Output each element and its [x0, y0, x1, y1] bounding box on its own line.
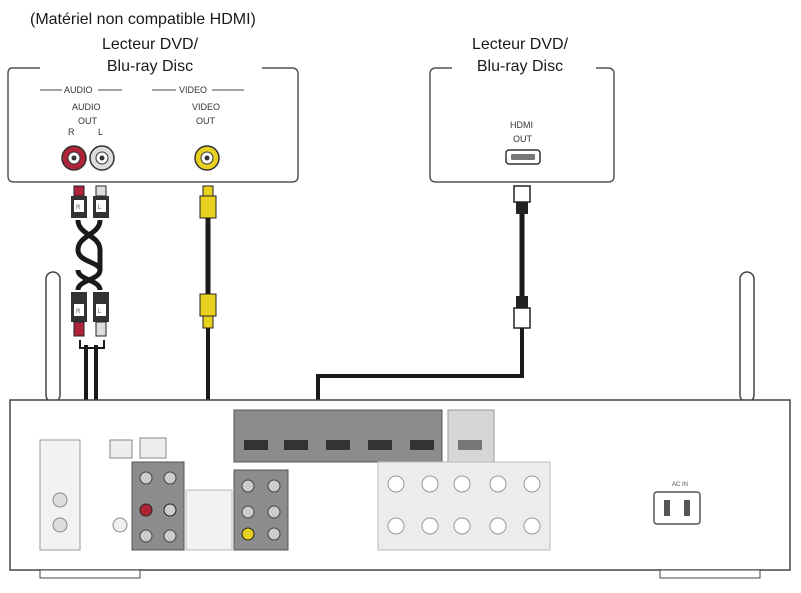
- audio-plug-l-bottom-label: L: [98, 309, 102, 315]
- left-player-panel: AUDIO VIDEO AUDIO OUT R L VIDEO OUT: [7, 67, 299, 183]
- audio-out-l-jack[interactable]: [89, 145, 115, 171]
- audio-plug-r-bottom: R: [71, 292, 87, 337]
- audio-out-r-jack[interactable]: [61, 145, 87, 171]
- audio-r-label: R: [68, 127, 75, 137]
- audio-plug-l-top-label: L: [98, 205, 102, 211]
- video-out-label2: OUT: [196, 116, 216, 126]
- video-out-label1: VIDEO: [192, 102, 220, 112]
- receiver-audio-inputs[interactable]: [131, 461, 185, 551]
- audio-plug-l-top: L: [93, 185, 109, 218]
- audio-out-label2: OUT: [78, 116, 98, 126]
- video-group-label: VIDEO: [179, 85, 207, 95]
- right-player-panel: HDMI OUT: [429, 67, 615, 183]
- audio-plug-r-bottom-label: R: [76, 309, 81, 315]
- ac-in-label: AC IN: [672, 482, 688, 488]
- hdmi-out-label1: HDMI: [510, 120, 533, 130]
- audio-plug-l-bottom: L: [93, 292, 109, 337]
- ac-inlet: AC IN: [653, 482, 701, 525]
- left-device-name-line2: Blu-ray Disc: [106, 58, 194, 75]
- audio-out-label1: AUDIO: [72, 102, 101, 112]
- audio-plug-r-top-label: R: [76, 205, 81, 211]
- right-device-name-line1: Lecteur DVD/: [471, 36, 569, 53]
- hdmi-out-port[interactable]: [505, 149, 541, 165]
- video-out-jack[interactable]: [194, 145, 220, 171]
- audio-l-label: L: [98, 127, 103, 137]
- av-receiver: AC IN: [9, 399, 791, 579]
- hdmi-cable[interactable]: [316, 185, 531, 432]
- right-device-name-line2: Blu-ray Disc: [476, 58, 564, 75]
- audio-group-label: AUDIO: [64, 85, 93, 95]
- receiver-video-inputs[interactable]: [233, 469, 289, 551]
- left-device-name-line1: Lecteur DVD/: [101, 36, 199, 53]
- audio-plug-r-top: R: [71, 185, 87, 218]
- receiver-hdmi-inputs[interactable]: [233, 409, 443, 463]
- speaker-terminals: [377, 461, 551, 551]
- hdmi-out-label2: OUT: [513, 134, 533, 144]
- left-device-note: (Matériel non compatible HDMI): [30, 11, 256, 28]
